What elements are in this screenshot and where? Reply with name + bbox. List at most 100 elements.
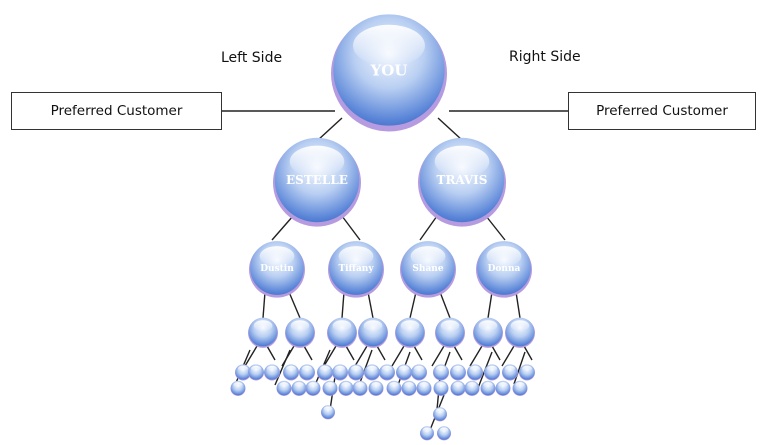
- connector-line: [431, 345, 445, 367]
- connector-line: [487, 291, 493, 319]
- node-dustin-label: Dustin: [260, 264, 294, 274]
- connector-line: [413, 345, 423, 361]
- preferred-customer-left-box: Preferred Customer: [11, 92, 222, 130]
- connector-line: [469, 345, 483, 367]
- node-level3-6: [435, 317, 465, 348]
- connector-line: [341, 215, 361, 241]
- node-shane-label: Shane: [412, 264, 443, 274]
- connector-line: [515, 291, 521, 319]
- node-level3-7: [473, 317, 503, 348]
- node-level4-b17: [512, 380, 528, 396]
- node-level4-b9: [386, 380, 402, 396]
- node-level4-a15: [467, 364, 483, 381]
- node-donna: Donna: [476, 241, 532, 298]
- node-level4-b13: [450, 380, 466, 396]
- connector-line: [274, 349, 291, 386]
- node-dustin: Dustin: [249, 241, 305, 298]
- connector-line: [271, 215, 294, 241]
- node-level4-b14: [464, 380, 480, 396]
- node-level4-a3: [264, 364, 280, 381]
- connector-root-estelle: [317, 117, 343, 141]
- right-side-label: Right Side: [509, 49, 581, 65]
- connector-line: [323, 345, 337, 367]
- connector-line: [288, 291, 301, 319]
- node-level3-1: [248, 317, 278, 348]
- node-level4-a17: [502, 364, 518, 381]
- node-shane: Shane: [400, 241, 456, 298]
- node-level4-b7: [352, 380, 368, 396]
- connector-line: [523, 345, 533, 361]
- connector-line: [244, 345, 258, 367]
- connector-line: [439, 291, 451, 319]
- node-level5-2: [433, 407, 447, 422]
- node-level4-b15: [480, 380, 496, 396]
- connector-line: [491, 345, 501, 361]
- node-level4-b1: [230, 380, 246, 396]
- node-level4-a12: [411, 364, 427, 381]
- connector-root-travis: [437, 117, 463, 141]
- node-level4-a16: [484, 364, 500, 381]
- node-tiffany-label: Tiffany: [338, 264, 374, 274]
- connector-line: [266, 345, 276, 361]
- node-level3-5: [395, 317, 425, 348]
- node-level4-a5: [299, 364, 315, 381]
- node-level4-b4: [305, 380, 321, 396]
- node-level4-b11: [416, 380, 432, 396]
- node-travis-label: TRAVIS: [437, 173, 488, 187]
- connector-line: [341, 291, 345, 319]
- preferred-customer-right-box: Preferred Customer: [568, 92, 756, 130]
- node-level4-a18: [519, 364, 535, 381]
- node-estelle-label: ESTELLE: [286, 173, 348, 187]
- node-level4-b6: [338, 380, 354, 396]
- connector-line: [391, 345, 405, 367]
- node-level4-b3: [291, 380, 307, 396]
- node-tiffany: Tiffany: [328, 241, 384, 298]
- left-side-label: Left Side: [221, 50, 283, 66]
- preferred-customer-left-label: Preferred Customer: [50, 103, 183, 119]
- node-estelle: ESTELLE: [273, 137, 361, 227]
- connector-line: [345, 345, 355, 361]
- node-level4-a9: [364, 364, 380, 381]
- node-level3-4: [358, 317, 388, 348]
- node-level5-4: [437, 426, 451, 441]
- node-level4-a2: [248, 364, 264, 381]
- node-travis: TRAVIS: [418, 137, 506, 227]
- node-you: YOU: [331, 14, 447, 132]
- node-level4-b12: [433, 380, 449, 396]
- connector-line: [262, 291, 266, 319]
- node-level3-8: [505, 317, 535, 348]
- node-level3-2: [285, 317, 315, 348]
- connector-line: [501, 345, 515, 367]
- preferred-customer-right-label: Preferred Customer: [596, 103, 728, 119]
- node-level4-a6: [317, 364, 333, 381]
- node-level4-a1: [235, 364, 251, 381]
- node-level4-b2: [276, 380, 292, 396]
- connector-line: [354, 345, 368, 367]
- node-donna-label: Donna: [488, 264, 521, 274]
- connector-line: [409, 291, 417, 319]
- node-you-label: YOU: [370, 61, 408, 79]
- node-level5-3: [420, 426, 434, 441]
- node-level4-a7: [332, 364, 348, 381]
- node-level5-1: [321, 405, 335, 420]
- connector-line: [376, 345, 386, 361]
- node-level4-b10: [401, 380, 417, 396]
- node-level4-a14: [450, 364, 466, 381]
- node-level4-a13: [433, 364, 449, 381]
- node-level4-b8: [368, 380, 384, 396]
- node-level4-b16: [495, 380, 511, 396]
- connector-line: [367, 291, 374, 319]
- node-level4-a8: [348, 364, 364, 381]
- connector-line: [303, 345, 313, 361]
- connector-line: [453, 345, 463, 361]
- connector-line: [485, 215, 506, 241]
- connector-line: [513, 351, 526, 385]
- connector-line: [419, 215, 438, 241]
- node-balls: YOU ESTELLE TRAVIS Dustin Tiffany Shane Donna: [230, 14, 535, 441]
- node-level4-a4: [283, 364, 299, 381]
- node-level4-a11: [396, 364, 412, 381]
- node-level4-a10: [379, 364, 395, 381]
- node-level4-b5: [322, 380, 338, 396]
